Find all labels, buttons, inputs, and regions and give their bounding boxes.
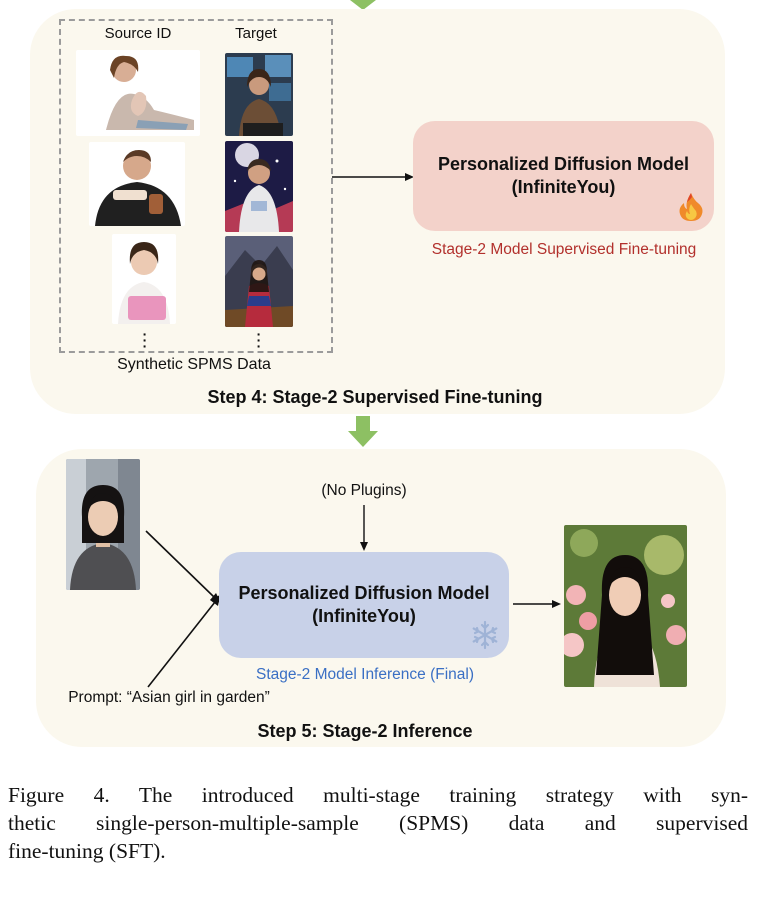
model-to-output-arrow <box>513 600 561 608</box>
input-portrait-photo <box>66 459 140 590</box>
caption-line-2: thetic single-person-multiple-sample (SP… <box>8 811 748 835</box>
output-garden-photo <box>564 525 687 687</box>
data-to-model-arrow <box>332 173 414 181</box>
snowflake-icon <box>472 620 498 650</box>
caption-line-3: fine-tuning (SFT). <box>8 839 166 863</box>
flow-arrow-top <box>350 0 376 10</box>
step4-model-box: Personalized Diffusion Model (InfiniteYo… <box>413 121 714 231</box>
target-photo-1 <box>225 53 293 136</box>
caption-line-1: Figure 4. The introduced multi-stage tra… <box>8 783 748 807</box>
step5-title: Step 5: Stage-2 Inference <box>257 721 473 741</box>
source-photo-1 <box>76 50 200 136</box>
flow-arrow-middle <box>348 416 378 447</box>
source-more-dots: ··· <box>142 326 148 354</box>
source-id-header: Source ID <box>104 25 172 42</box>
step5-model-subtitle: Stage-2 Model Inference (Final) <box>256 666 474 683</box>
step5-model-title-line2: (InfiniteYou) <box>312 606 416 626</box>
figure-caption: Figure 4. The introduced multi-stage tra… <box>8 781 748 865</box>
source-photo-3 <box>112 234 176 324</box>
fire-icon <box>679 193 703 221</box>
spms-data-box <box>59 19 333 353</box>
step4-title: Step 4: Stage-2 Supervised Fine-tuning <box>207 387 543 407</box>
prompt-to-model-arrow <box>147 595 220 688</box>
target-photo-3 <box>225 236 293 327</box>
target-header: Target <box>235 25 277 42</box>
step5-model-box: Personalized Diffusion Model (InfiniteYo… <box>219 552 509 658</box>
step5-model-title-line1: Personalized Diffusion Model <box>238 583 490 603</box>
target-photo-2 <box>225 141 293 232</box>
plugins-arrow <box>360 505 368 551</box>
plugins-label: (No Plugins) <box>321 482 407 499</box>
step4-model-subtitle: Stage-2 Model Supervised Fine-tuning <box>431 241 697 258</box>
prompt-label: Prompt: “Asian girl in garden” <box>68 689 270 706</box>
step4-model-title-line2: (InfiniteYou) <box>511 177 616 197</box>
step4-model-title-line1: Personalized Diffusion Model <box>437 154 690 174</box>
source-photo-2 <box>89 142 185 226</box>
dataset-label: Synthetic SPMS Data <box>117 356 271 373</box>
target-more-dots: ··· <box>256 326 262 354</box>
